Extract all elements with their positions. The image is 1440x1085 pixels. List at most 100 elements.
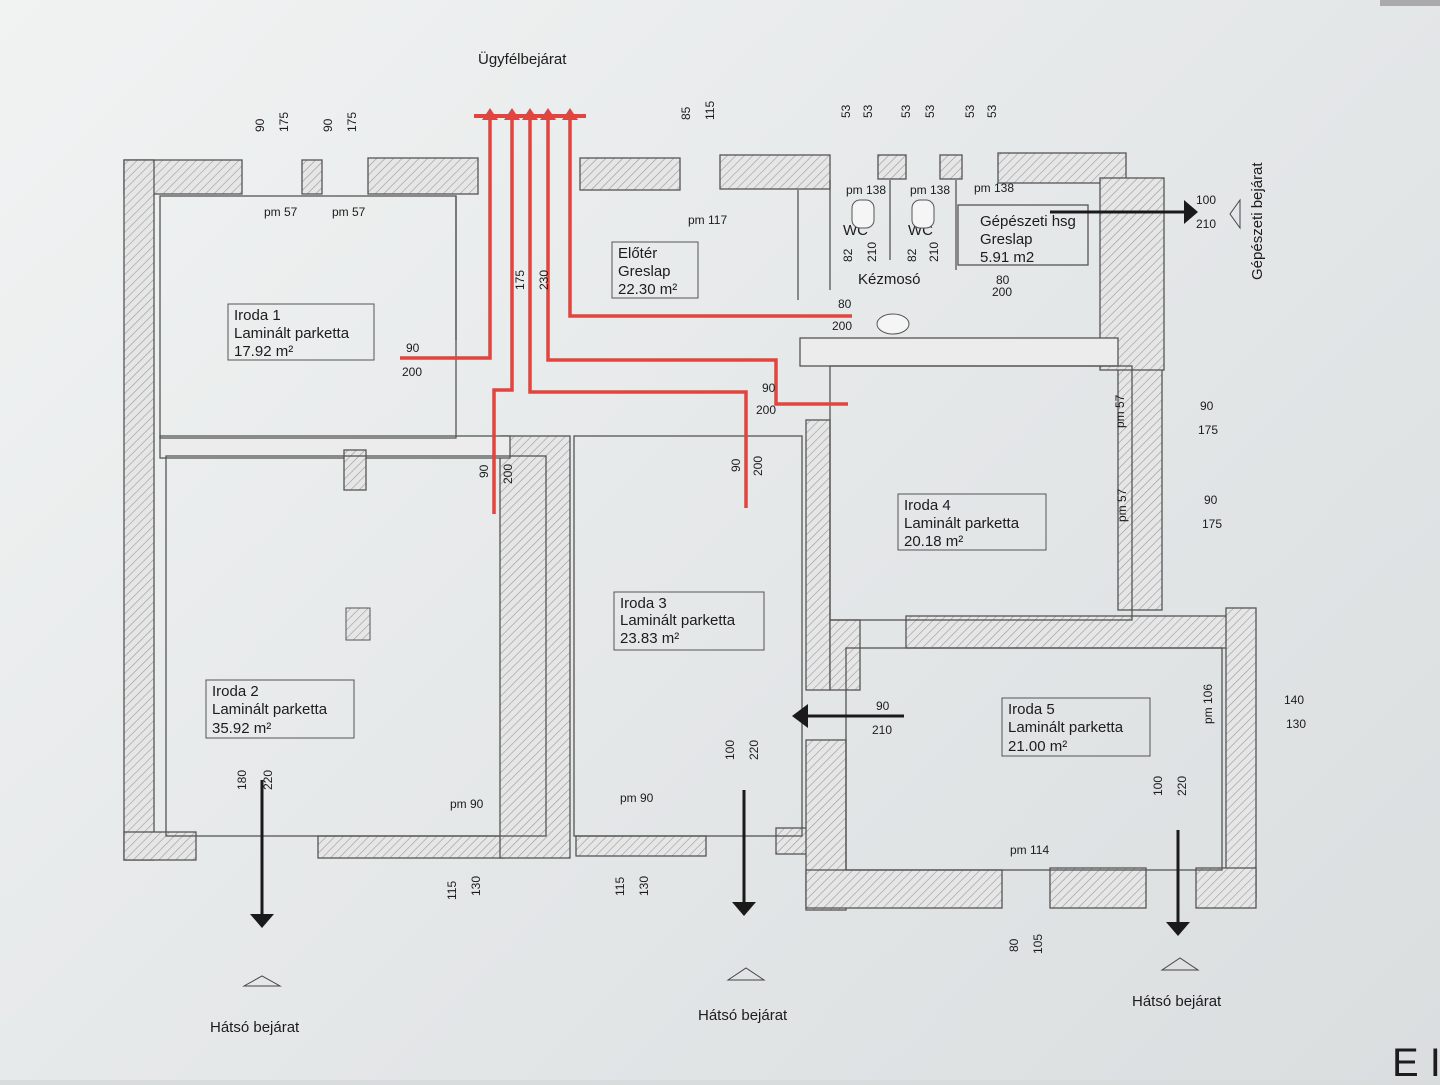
svg-text:100: 100 <box>1151 776 1165 796</box>
svg-text:90: 90 <box>729 458 743 472</box>
svg-text:pm 117: pm 117 <box>688 213 727 227</box>
interior-lines <box>159 180 1223 871</box>
svg-text:220: 220 <box>747 740 761 760</box>
svg-text:82: 82 <box>905 248 919 262</box>
svg-text:90: 90 <box>406 341 420 355</box>
svg-text:pm 57: pm 57 <box>1113 394 1127 428</box>
svg-text:Előtér: Előtér <box>618 245 657 262</box>
svg-text:21.00 m²: 21.00 m² <box>1008 738 1067 755</box>
evacuation-routes <box>400 108 852 514</box>
client-entrance-label: Ügyfélbejárat <box>478 50 567 68</box>
svg-text:85: 85 <box>679 106 693 120</box>
svg-text:175: 175 <box>277 112 291 132</box>
svg-text:210: 210 <box>865 242 879 262</box>
exit-arrows <box>250 200 1198 936</box>
room-iroda4: Iroda 4 Laminált parketta 20.18 m² <box>897 493 1047 551</box>
svg-text:53: 53 <box>861 104 875 118</box>
svg-text:Iroda 5: Iroda 5 <box>1008 701 1055 718</box>
svg-text:90: 90 <box>1204 493 1218 507</box>
svg-text:Iroda 1: Iroda 1 <box>234 307 281 324</box>
room-iroda5: Iroda 5 Laminált parketta 21.00 m² <box>1001 697 1151 757</box>
svg-text:115: 115 <box>613 877 627 896</box>
svg-text:pm 57: pm 57 <box>264 205 298 219</box>
svg-text:pm 138: pm 138 <box>974 181 1014 195</box>
svg-text:200: 200 <box>756 403 776 417</box>
svg-text:175: 175 <box>1198 423 1218 437</box>
rear-entrance-middle-label: Hátsó bejárat <box>698 1007 788 1024</box>
svg-text:100: 100 <box>723 740 737 760</box>
svg-text:Kézmosó: Kézmosó <box>858 271 921 288</box>
svg-text:53: 53 <box>985 104 999 118</box>
svg-text:90: 90 <box>321 118 335 132</box>
svg-text:200: 200 <box>832 319 852 333</box>
svg-text:pm 90: pm 90 <box>450 797 484 811</box>
svg-text:5.91 m2: 5.91 m2 <box>980 249 1034 266</box>
svg-text:80: 80 <box>996 273 1010 287</box>
svg-text:90: 90 <box>1200 399 1214 413</box>
entrance-markers <box>242 198 1241 987</box>
svg-text:230: 230 <box>537 270 551 290</box>
svg-text:pm 90: pm 90 <box>620 791 654 805</box>
svg-text:17.92 m²: 17.92 m² <box>234 343 293 360</box>
svg-text:80: 80 <box>838 297 852 311</box>
svg-text:130: 130 <box>469 876 483 896</box>
svg-text:53: 53 <box>899 104 913 118</box>
svg-text:Gépészeti hsg: Gépészeti hsg <box>980 213 1076 230</box>
svg-text:90: 90 <box>876 699 890 713</box>
svg-text:175: 175 <box>513 270 527 290</box>
svg-text:180: 180 <box>235 770 249 790</box>
dimension-labels: 90 175 90 175 pm 57 pm 57 85 115 pm 117 … <box>235 101 1306 954</box>
svg-text:140: 140 <box>1284 693 1304 707</box>
svg-text:105: 105 <box>1031 934 1045 954</box>
svg-text:pm 106: pm 106 <box>1201 684 1215 724</box>
svg-text:220: 220 <box>261 770 275 790</box>
room-eloter: Előtér Greslap 22.30 m² <box>611 241 699 299</box>
svg-text:Laminált parketta: Laminált parketta <box>620 612 736 629</box>
svg-text:82: 82 <box>841 248 855 262</box>
svg-text:220: 220 <box>1175 776 1189 796</box>
svg-text:115: 115 <box>445 881 459 900</box>
svg-text:Iroda 4: Iroda 4 <box>904 497 951 514</box>
svg-text:53: 53 <box>963 104 977 118</box>
svg-text:200: 200 <box>992 285 1012 299</box>
svg-text:130: 130 <box>1286 717 1306 731</box>
mechanical-entrance-label: Gépészeti bejárat <box>1249 162 1266 280</box>
svg-text:210: 210 <box>872 723 892 737</box>
svg-text:210: 210 <box>927 242 941 262</box>
svg-text:Laminált parketta: Laminált parketta <box>212 701 328 718</box>
room-iroda1: Iroda 1 Laminált parketta 17.92 m² <box>227 303 375 361</box>
svg-text:175: 175 <box>345 112 359 132</box>
svg-text:200: 200 <box>751 456 765 476</box>
svg-text:210: 210 <box>1196 217 1216 231</box>
svg-text:pm 138: pm 138 <box>910 183 950 197</box>
room-wc: WC WC Kézmosó <box>843 199 935 335</box>
svg-text:90: 90 <box>477 464 491 478</box>
svg-text:Iroda 3: Iroda 3 <box>620 595 667 612</box>
svg-text:Laminált parketta: Laminált parketta <box>234 325 350 342</box>
svg-text:175: 175 <box>1202 517 1222 531</box>
rear-entrance-right-label: Hátsó bejárat <box>1132 993 1222 1010</box>
svg-text:53: 53 <box>923 104 937 118</box>
rear-entrance-left-label: Hátsó bejárat <box>210 1019 300 1036</box>
svg-text:23.83 m²: 23.83 m² <box>620 630 679 647</box>
svg-text:115: 115 <box>703 101 717 120</box>
svg-text:pm 57: pm 57 <box>1115 488 1129 522</box>
svg-text:Greslap: Greslap <box>618 263 671 280</box>
svg-text:20.18 m²: 20.18 m² <box>904 533 963 550</box>
svg-text:pm 57: pm 57 <box>332 205 366 219</box>
walls <box>123 152 1257 911</box>
svg-text:80: 80 <box>1007 938 1021 952</box>
corner-text: E I <box>1392 1041 1440 1080</box>
room-gepeszet: Gépészeti hsg Greslap 5.91 m2 <box>980 213 1076 266</box>
svg-text:90: 90 <box>253 118 267 132</box>
svg-text:130: 130 <box>637 876 651 896</box>
svg-text:Greslap: Greslap <box>980 231 1033 248</box>
svg-text:Iroda 2: Iroda 2 <box>212 683 259 700</box>
svg-text:pm 114: pm 114 <box>1010 843 1049 857</box>
svg-text:53: 53 <box>839 104 853 118</box>
svg-text:22.30 m²: 22.30 m² <box>618 281 677 298</box>
room-iroda2: Iroda 2 Laminált parketta 35.92 m² <box>205 607 371 739</box>
svg-text:Laminált parketta: Laminált parketta <box>904 515 1020 532</box>
svg-text:Laminált parketta: Laminált parketta <box>1008 719 1124 736</box>
